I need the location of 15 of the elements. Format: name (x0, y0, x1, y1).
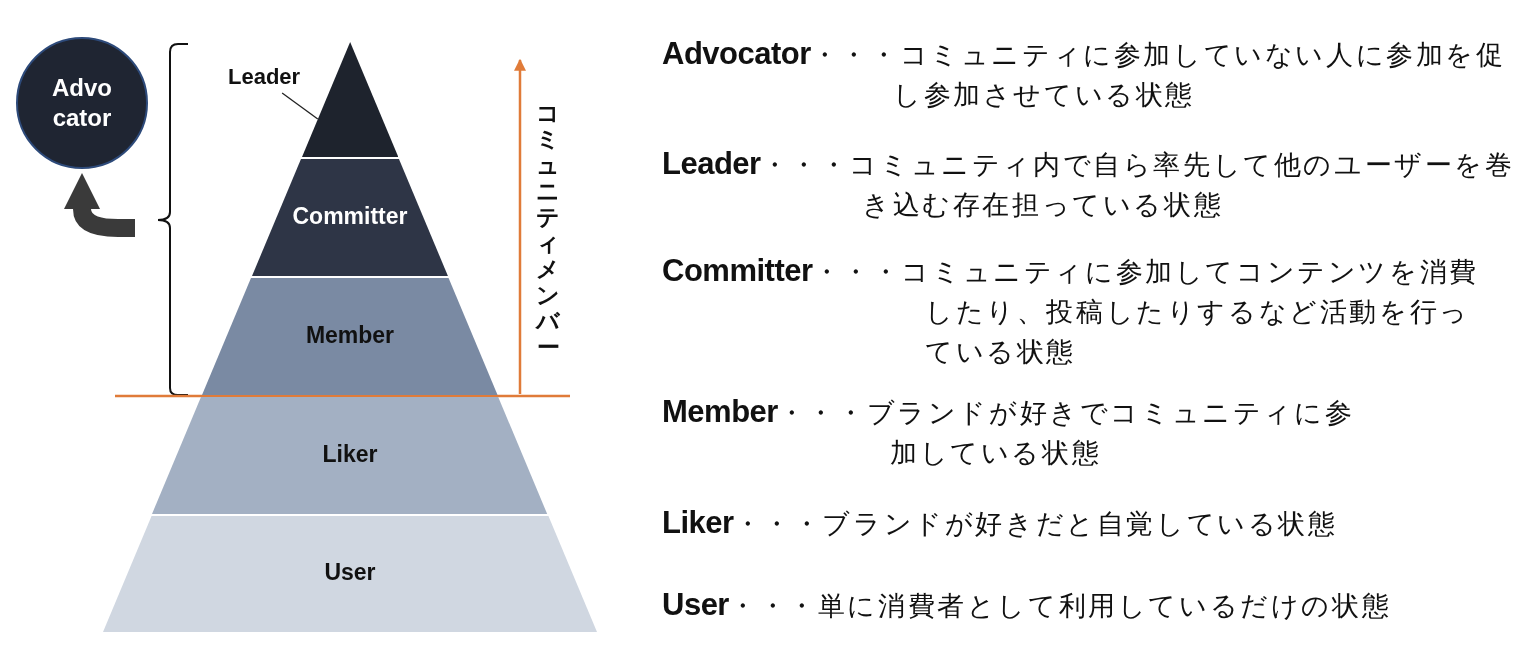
layer-label: Committer (291, 202, 409, 230)
description-text: Liker・・・ブランドが好きだと自覚している状態 (662, 504, 1339, 542)
description-text: Member・・・ブランドが好きでコミュニティに参加している状態 (662, 393, 1356, 470)
layer-label: Member (304, 321, 396, 349)
node-label: Advo cator (51, 73, 113, 133)
description-text: Leader・・・コミュニティ内で自ら率先して他のユーザーを巻き込む存在担っている状態 (662, 145, 1516, 222)
axis-label: コミュニティメンバー (535, 100, 561, 360)
description-text: Advocator・・・コミュニティに参加していない人に参加を促し参加させている状態 (662, 35, 1507, 112)
layer-label: User (323, 559, 377, 586)
leader-line (281, 92, 319, 120)
description-text: Committer・・・コミュニティに参加してコンテンツを消費したり、投稿したりするなど活動を行っている状態 (662, 252, 1480, 369)
layer-label: Liker (321, 440, 379, 468)
arrow (64, 173, 135, 237)
description-text: User・・・単に消費者として利用しているだけの状態 (662, 586, 1393, 624)
callout-label: Leader (228, 64, 301, 90)
